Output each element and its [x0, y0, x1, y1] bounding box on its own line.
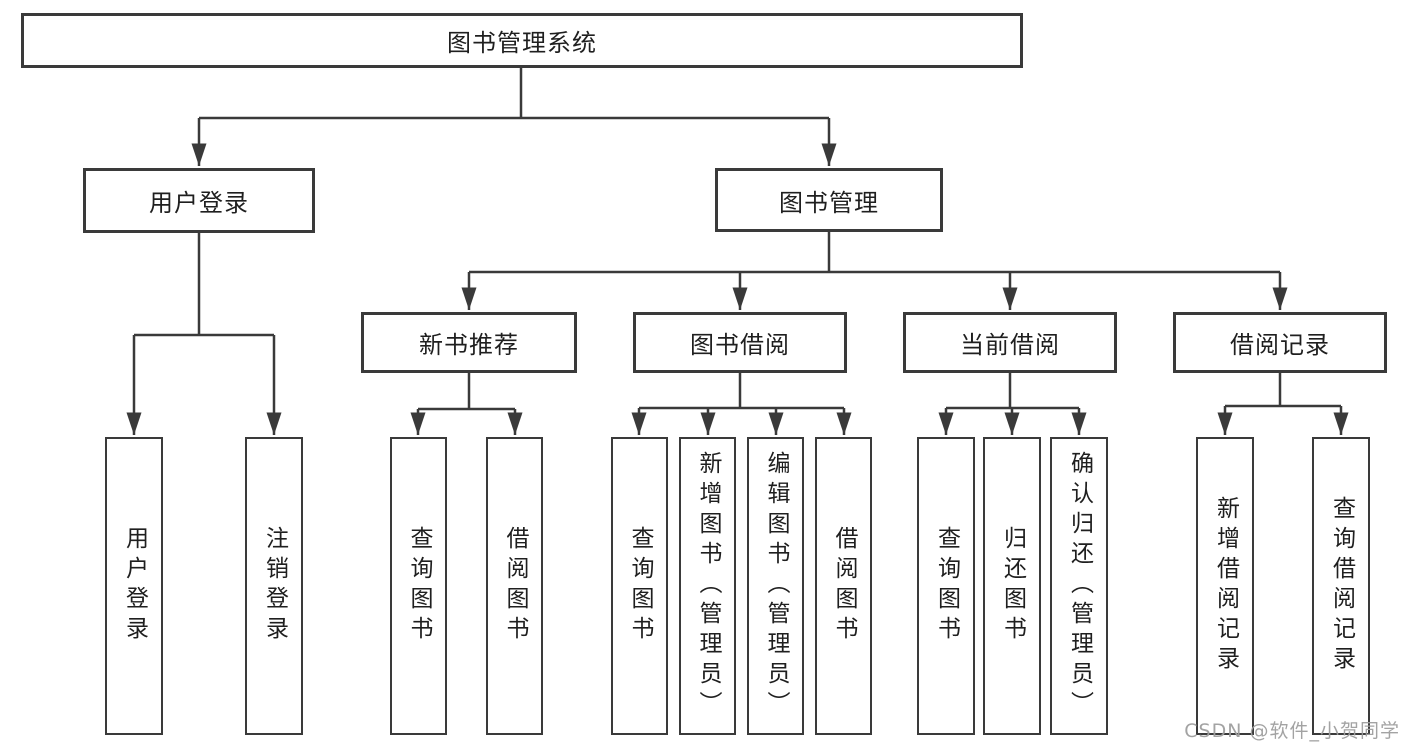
node-current-borrow-label: 当前借阅 — [960, 331, 1060, 359]
node-leaf-borrow-book-label: 借阅图书 — [831, 526, 857, 646]
node-leaf-confirm-return-admin-label: 确认归还（管理员） — [1066, 451, 1093, 721]
node-root-label: 图书管理系统 — [447, 29, 597, 57]
node-leaf-borrow-book: 借阅图书 — [815, 437, 872, 735]
node-leaf-recommend-query-book-label: 查询图书 — [406, 526, 432, 646]
node-leaf-edit-book-admin: 编辑图书（管理员） — [747, 437, 804, 735]
node-leaf-add-book-admin: 新增图书（管理员） — [679, 437, 736, 735]
node-book-borrow: 图书借阅 — [633, 312, 847, 373]
node-new-book-recommend: 新书推荐 — [361, 312, 577, 373]
node-leaf-user-login-label: 用户登录 — [121, 526, 148, 646]
node-borrow-record-label: 借阅记录 — [1230, 331, 1330, 359]
node-leaf-add-borrow-record-label: 新增借阅记录 — [1212, 496, 1239, 676]
node-leaf-current-query-book: 查询图书 — [917, 437, 975, 735]
node-leaf-borrow-query-book-label: 查询图书 — [627, 526, 653, 646]
node-leaf-add-book-admin-label: 新增图书（管理员） — [695, 451, 721, 721]
node-leaf-return-book-label: 归还图书 — [999, 526, 1026, 646]
node-leaf-recommend-borrow-book: 借阅图书 — [486, 437, 543, 735]
node-leaf-recommend-query-book: 查询图书 — [390, 437, 447, 735]
node-leaf-return-book: 归还图书 — [983, 437, 1041, 735]
node-leaf-logout: 注销登录 — [245, 437, 303, 735]
node-leaf-edit-book-admin-label: 编辑图书（管理员） — [763, 451, 789, 721]
node-leaf-current-query-book-label: 查询图书 — [933, 526, 960, 646]
watermark: CSDN @软件_小贺同学 — [1184, 720, 1400, 742]
node-book-borrow-label: 图书借阅 — [690, 331, 790, 359]
node-leaf-recommend-borrow-book-label: 借阅图书 — [502, 526, 528, 646]
node-user-login-label: 用户登录 — [149, 189, 249, 217]
node-leaf-query-borrow-record: 查询借阅记录 — [1312, 437, 1370, 735]
node-leaf-user-login: 用户登录 — [105, 437, 163, 735]
node-root: 图书管理系统 — [21, 13, 1023, 68]
node-book-management-label: 图书管理 — [779, 188, 879, 217]
node-leaf-confirm-return-admin: 确认归还（管理员） — [1050, 437, 1108, 735]
node-current-borrow: 当前借阅 — [903, 312, 1117, 373]
node-new-book-recommend-label: 新书推荐 — [419, 331, 519, 359]
node-borrow-record: 借阅记录 — [1173, 312, 1387, 373]
node-leaf-borrow-query-book: 查询图书 — [611, 437, 668, 735]
node-leaf-logout-label: 注销登录 — [261, 526, 288, 646]
node-leaf-add-borrow-record: 新增借阅记录 — [1196, 437, 1254, 735]
node-leaf-query-borrow-record-label: 查询借阅记录 — [1328, 496, 1355, 676]
node-user-login: 用户登录 — [83, 168, 315, 233]
node-book-management: 图书管理 — [715, 168, 943, 232]
